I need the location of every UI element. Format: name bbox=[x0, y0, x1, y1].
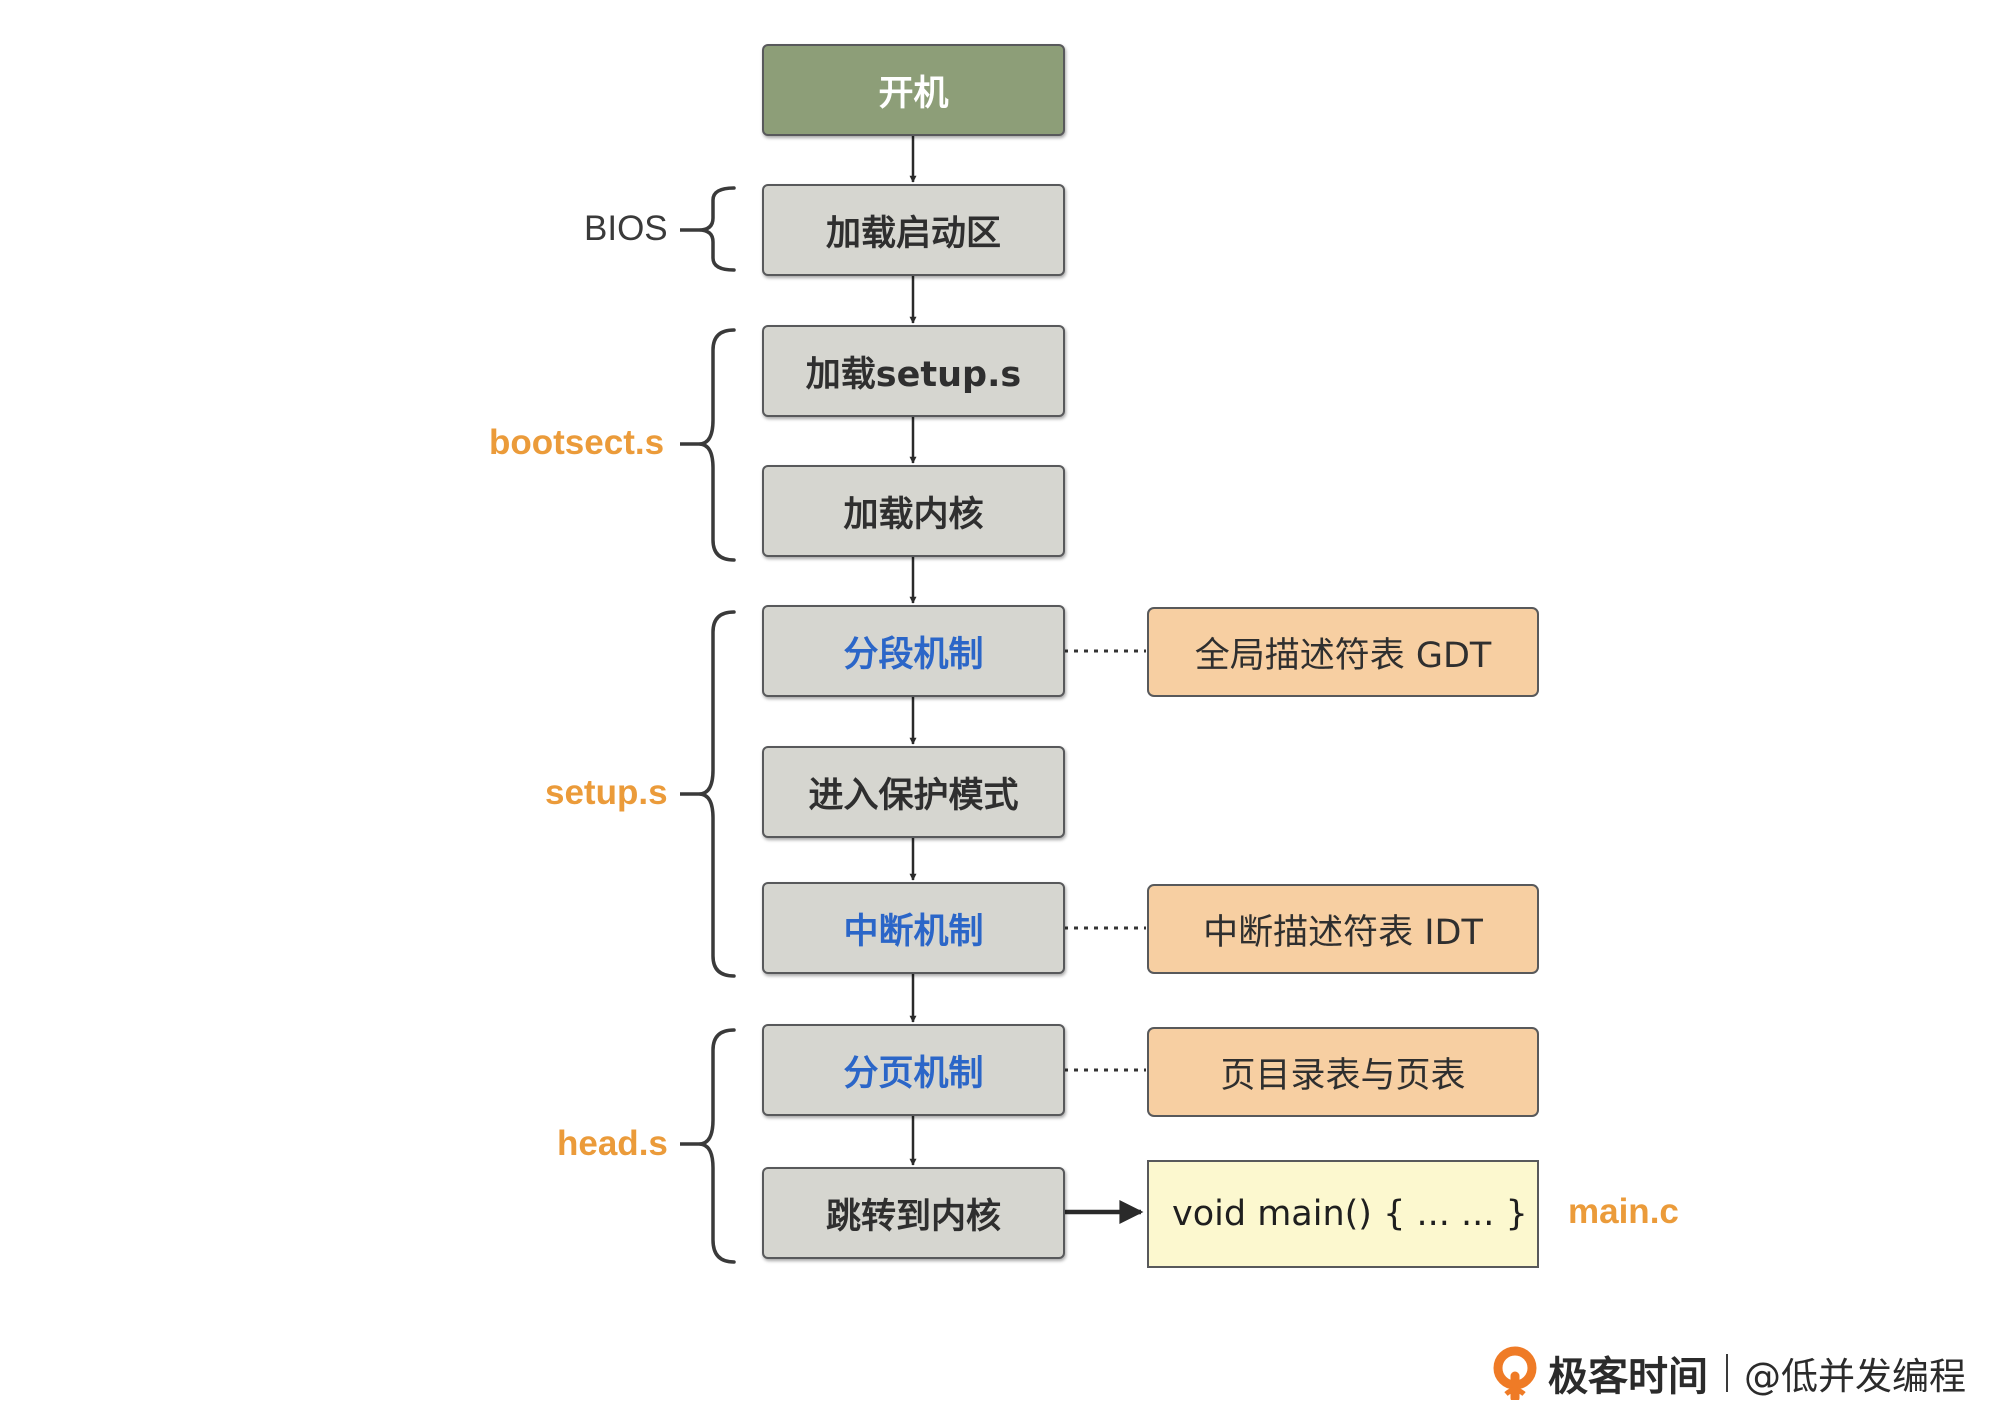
step-load-kernel: 加载内核 bbox=[762, 465, 1065, 557]
note-main-code-label: void main() { ... ... } bbox=[1172, 1194, 1528, 1234]
note-gdt: 全局描述符表 GDT bbox=[1147, 607, 1539, 697]
step-enter-protected-mode-label: 进入保护模式 bbox=[808, 775, 1019, 816]
brace-head bbox=[680, 1028, 736, 1264]
step-load-setup: 加载setup.s bbox=[762, 325, 1065, 417]
step-paging-label: 分页机制 bbox=[843, 1053, 984, 1094]
note-idt-label: 中断描述符表 IDT bbox=[1203, 912, 1483, 953]
step-segmentation-label: 分段机制 bbox=[843, 634, 984, 675]
step-load-setup-label: 加载setup.s bbox=[805, 354, 1022, 395]
note-page-tables: 页目录表与页表 bbox=[1147, 1027, 1539, 1117]
step-jump-to-kernel: 跳转到内核 bbox=[762, 1167, 1065, 1259]
note-main-code: void main() { ... ... } bbox=[1147, 1160, 1539, 1268]
step-power-on: 开机 bbox=[762, 44, 1065, 136]
brace-setup bbox=[680, 610, 736, 978]
brace-bootsect bbox=[680, 328, 736, 562]
stage-label-bios: BIOS bbox=[584, 209, 668, 248]
stage-label-bootsect: bootsect.s bbox=[489, 423, 665, 462]
step-load-kernel-label: 加载内核 bbox=[843, 494, 984, 535]
step-enter-protected-mode: 进入保护模式 bbox=[762, 746, 1065, 838]
note-links bbox=[1064, 649, 1146, 1072]
stage-label-head: head.s bbox=[557, 1124, 668, 1163]
step-paging: 分页机制 bbox=[762, 1024, 1065, 1116]
step-load-boot-sector: 加载启动区 bbox=[762, 184, 1065, 276]
step-power-on-label: 开机 bbox=[878, 73, 949, 114]
step-segmentation: 分段机制 bbox=[762, 605, 1065, 697]
step-jump-to-kernel-label: 跳转到内核 bbox=[825, 1196, 1001, 1237]
brace-bios bbox=[680, 186, 736, 272]
note-gdt-label: 全局描述符表 GDT bbox=[1194, 635, 1492, 676]
geektime-logo-icon bbox=[1493, 1346, 1537, 1400]
brand-separator bbox=[1726, 1354, 1728, 1392]
stage-label-main: main.c bbox=[1568, 1192, 1679, 1231]
stage-label-setup: setup.s bbox=[545, 773, 668, 812]
note-idt: 中断描述符表 IDT bbox=[1147, 884, 1539, 974]
step-interrupts: 中断机制 bbox=[762, 882, 1065, 974]
step-interrupts-label: 中断机制 bbox=[843, 911, 984, 952]
note-page-tables-label: 页目录表与页表 bbox=[1220, 1055, 1466, 1096]
brand-handle: @低并发编程 bbox=[1744, 1355, 1966, 1398]
brand-footer: 极客时间 @低并发编程 bbox=[1492, 1343, 1966, 1403]
step-load-boot-sector-label: 加载启动区 bbox=[825, 213, 1001, 254]
stage-braces bbox=[680, 186, 736, 1264]
brand-name: 极客时间 bbox=[1548, 1354, 1708, 1400]
